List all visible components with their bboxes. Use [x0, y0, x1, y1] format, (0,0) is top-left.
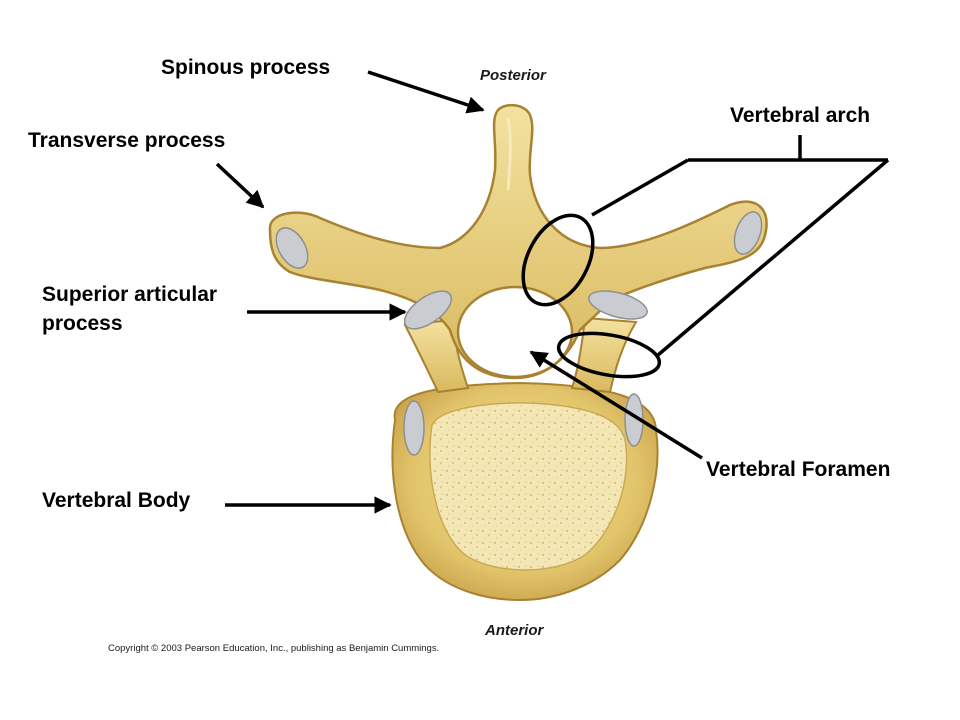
label-spinous-process: Spinous process — [161, 56, 331, 79]
vertebral-arch-bracket — [591, 135, 890, 357]
label-transverse-process: Transverse process — [28, 129, 226, 152]
orientation-anterior: Anterior — [485, 622, 544, 639]
label-vertebral-body: Vertebral Body — [42, 489, 191, 512]
label-vertebral-foramen: Vertebral Foramen — [706, 458, 891, 481]
vertebral-body-shape — [391, 381, 659, 602]
orientation-posterior: Posterior — [480, 67, 546, 84]
transverse-arrow — [215, 162, 265, 209]
lamina-highlight-ellipse — [521, 213, 595, 307]
label-superior-articular-line1: Superior articular — [42, 283, 218, 306]
copyright-notice: Copyright © 2003 Pearson Education, Inc.… — [108, 643, 440, 654]
vertebral-arch-shape — [268, 103, 768, 394]
vertebral-foramen-arrow — [529, 350, 703, 460]
pedicle-highlight-ellipse — [556, 331, 662, 379]
vertebral-foramen-shape — [456, 285, 574, 379]
label-vertebral-arch: Vertebral arch — [730, 104, 871, 127]
spinous-arrow — [367, 70, 485, 114]
label-superior-articular-line2: process — [42, 312, 123, 335]
